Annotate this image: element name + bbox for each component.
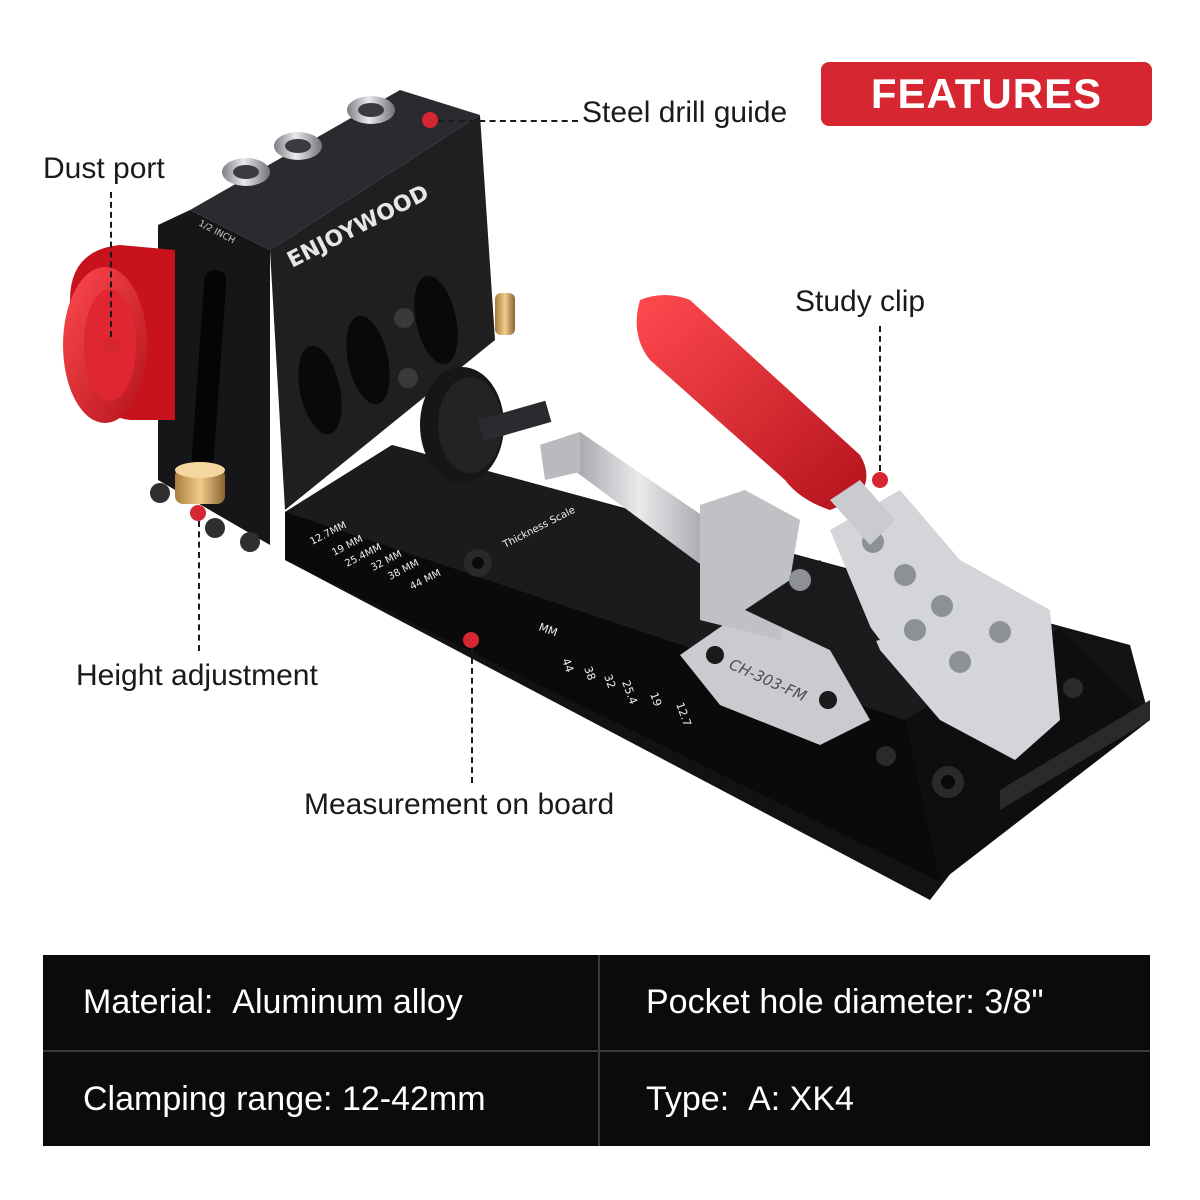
spec-type: Type: A: XK4 [598,1050,1150,1146]
callout-line-height-adjustment [198,521,200,651]
jig-block [150,90,495,552]
stop-collar [420,367,552,483]
callout-height-adjustment: Height adjustment [76,659,318,692]
callout-steel-drill-guide: Steel drill guide [582,96,788,129]
front-scale-label: 32 [601,673,618,691]
toggle-clamp [680,490,1060,760]
spec-label: Type: [646,1079,730,1118]
dust-port [63,245,175,423]
callout-dot-steel-drill-guide [422,112,438,128]
front-scale-label: 19 [647,691,664,709]
callout-line-steel-drill-guide [438,120,578,122]
front-scale-label: 38 [581,665,598,683]
features-badge: FEATURES [821,62,1152,126]
spec-value: 12-42mm [341,1079,486,1118]
spec-pocket-hole-diameter: Pocket hole diameter: 3/8" [598,955,1150,1050]
callout-measurement-on-board: Measurement on board [304,788,615,821]
front-scale-label: 44 [559,657,576,675]
callout-dot-height-adjustment [190,505,206,521]
callout-line-measurement [471,648,473,783]
drill-guide-bushings [222,96,395,186]
callout-study-clip: Study clip [795,285,926,318]
front-scale-unit: MM [537,621,559,640]
spec-label: Pocket hole diameter: [646,983,975,1021]
board-holes [464,549,1083,798]
callout-dust-port: Dust port [43,152,165,185]
specs-table: Material: Aluminum alloy Pocket hole dia… [43,955,1150,1146]
height-adjustment-knob [175,293,515,504]
callout-dot-measurement [463,632,479,648]
spec-clamping-range: Clamping range: 12-42mm [43,1050,598,1146]
clamp-handle [636,295,895,545]
spec-value: A: XK4 [748,1079,854,1118]
spec-value: 3/8" [984,983,1044,1021]
pocket-hole-jig-illustration: ENJOYWOOD 1/2 INCH [63,90,1150,900]
spec-material: Material: Aluminum alloy [43,955,598,1050]
callout-line-dust-port [110,192,112,337]
spec-label: Material: [83,983,214,1021]
callout-dot-study-clip [872,472,888,488]
spec-label: Clamping range: [83,1079,333,1118]
spec-value: Aluminum alloy [232,983,463,1021]
callout-line-study-clip [879,326,881,471]
callout-dot-dust-port [103,338,119,354]
